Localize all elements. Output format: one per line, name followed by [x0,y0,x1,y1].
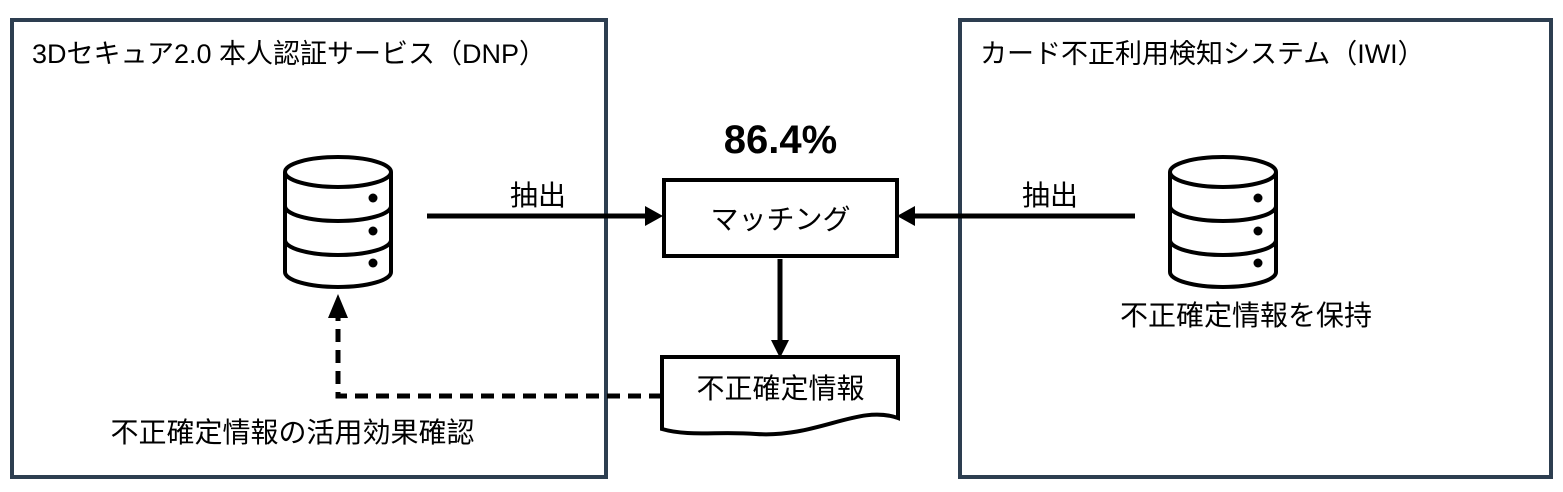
matching-to-document-arrow [771,259,789,358]
match-rate-value: 86.4% [723,118,838,162]
document-label: 不正確定情報 [696,373,865,404]
database-icon [1168,155,1278,289]
extract-arrow-left [427,206,663,226]
matching-process-box: マッチング [662,178,899,258]
feedback-effect-label: 不正確定情報の活用効果確認 [110,417,475,448]
iwi-panel-title: カード不正利用検知システム（IWI） [980,39,1425,69]
document-shape [660,355,900,437]
database-icon [283,155,393,289]
extract-label-left: 抽出 [509,180,566,211]
retained-info-caption: 不正確定情報を保持 [1119,300,1372,331]
dnp-panel-title: 3Dセキュア2.0 本人認証サービス（DNP） [32,39,547,69]
feedback-dashed-arrow [328,294,662,399]
matching-process-label: マッチング [710,204,851,235]
extract-arrow-right [897,206,1135,226]
extract-label-right: 抽出 [1021,180,1078,211]
iwi-system-panel: カード不正利用検知システム（IWI） [958,18,1553,479]
dnp-system-panel: 3Dセキュア2.0 本人認証サービス（DNP） [10,18,608,479]
